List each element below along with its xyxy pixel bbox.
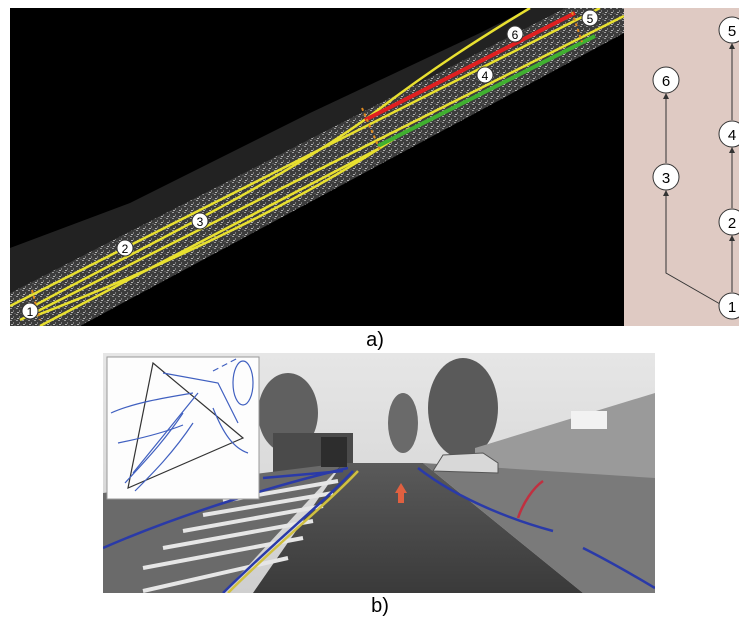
- building-sign: [571, 411, 607, 429]
- camera-image-panel: [103, 353, 655, 593]
- lane-segment-green: [377, 34, 596, 148]
- caption-b: b): [371, 595, 389, 617]
- car: [432, 452, 499, 474]
- waypoint-6: 6: [506, 25, 524, 43]
- waypoint-2: 2: [116, 239, 134, 257]
- lidar-map-panel: 1 2 3 4 5 6: [10, 8, 624, 326]
- graph-node-1: 1: [718, 292, 739, 320]
- graph-background: [624, 8, 739, 326]
- inset-sketch: [106, 356, 260, 500]
- waypoint-6-label: 6: [512, 28, 519, 42]
- waypoint-2-label: 2: [122, 242, 129, 256]
- graph-node-4: 4: [718, 120, 739, 148]
- graph-node-5: 5: [718, 16, 739, 44]
- waypoint-4: 4: [476, 66, 494, 84]
- waypoint-5-label: 5: [587, 12, 594, 26]
- graph-node-5-label: 5: [728, 23, 736, 40]
- graph-node-2-label: 2: [728, 215, 736, 232]
- graph-edges: [663, 43, 735, 305]
- graph-node-2: 2: [718, 208, 739, 236]
- edge-1-3: [663, 190, 721, 305]
- road-edge-noise: [10, 8, 565, 293]
- graph-node-6-label: 6: [662, 73, 670, 90]
- lane-lines-yellow: [10, 8, 624, 326]
- arrow-marking: [395, 483, 407, 503]
- waypoint-1: 1: [21, 302, 39, 320]
- graph-node-3: 3: [652, 163, 680, 191]
- truck: [321, 437, 347, 467]
- lane-segment-red: [364, 11, 576, 122]
- waypoint-4-label: 4: [482, 69, 489, 83]
- waypoint-5: 5: [581, 9, 599, 27]
- waypoint-3-label: 3: [197, 215, 204, 229]
- graph-node-1-label: 1: [728, 299, 736, 316]
- graph-node-6: 6: [652, 66, 680, 94]
- road: [253, 463, 583, 593]
- graph-node-4-label: 4: [728, 127, 736, 144]
- waypoint-1-label: 1: [27, 305, 34, 319]
- waypoint-3: 3: [191, 212, 209, 230]
- caption-a: a): [366, 329, 384, 351]
- lane-connectors: [31, 11, 583, 321]
- building: [475, 393, 655, 488]
- graph-node-3-label: 3: [662, 170, 670, 187]
- detected-lane-lines: [103, 466, 655, 593]
- lane-graph-panel: 1 2 3 4 5 6: [624, 8, 739, 326]
